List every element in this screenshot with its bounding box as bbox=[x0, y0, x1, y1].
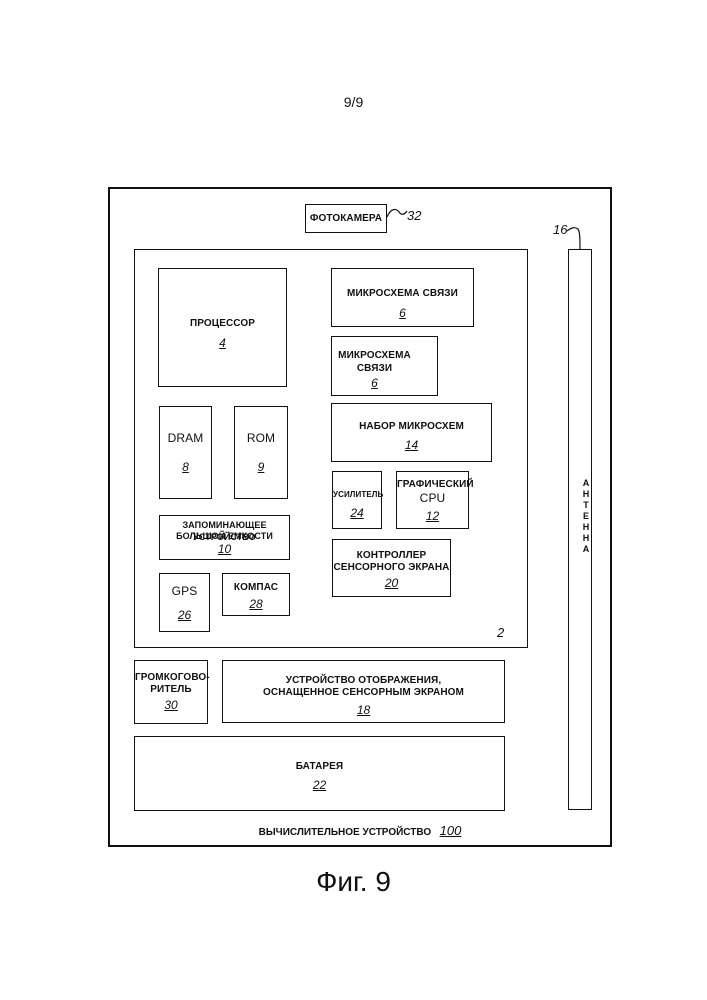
mass-storage-ref: 10 bbox=[160, 542, 289, 556]
processor-box: ПРОЦЕССОР 4 bbox=[158, 268, 287, 387]
speaker-ref: 30 bbox=[135, 698, 207, 712]
camera-box: ФОТОКАМЕРА bbox=[305, 204, 387, 233]
antenna-label: АНТЕННА bbox=[569, 478, 591, 555]
compass-label: КОМПАС bbox=[223, 582, 289, 594]
battery-ref: 22 bbox=[135, 778, 504, 792]
display-box: УСТРОЙСТВО ОТОБРАЖЕНИЯ, ОСНАЩЕННОЕ СЕНСО… bbox=[222, 660, 505, 723]
camera-ref: 32 bbox=[407, 208, 421, 223]
device-label: ВЫЧИСЛИТЕЛЬНОЕ УСТРОЙСТВО bbox=[259, 827, 431, 838]
display-label-line1: УСТРОЙСТВО ОТОБРАЖЕНИЯ, bbox=[223, 675, 504, 687]
gps-ref: 26 bbox=[160, 608, 209, 622]
chipset-box: НАБОР МИКРОСХЕМ 14 bbox=[331, 403, 492, 462]
gps-label: GPS bbox=[160, 585, 209, 597]
gpu-label-line2: CPU bbox=[397, 492, 468, 504]
chipset-label: НАБОР МИКРОСХЕМ bbox=[332, 421, 491, 433]
camera-leader-line bbox=[386, 206, 408, 220]
comm-chip-1-label: МИКРОСХЕМА СВЯЗИ bbox=[332, 288, 473, 300]
processor-ref: 4 bbox=[159, 336, 286, 350]
comm-chip-2-ref: 6 bbox=[332, 376, 417, 390]
compass-box: КОМПАС 28 bbox=[222, 573, 290, 616]
amplifier-label: УСИЛИТЕЛЬ bbox=[333, 489, 381, 501]
comm-chip-2-label-line1: МИКРОСХЕМА bbox=[332, 350, 417, 362]
page-number: 9/9 bbox=[0, 94, 707, 110]
rom-ref: 9 bbox=[235, 460, 287, 474]
figure-caption: Фиг. 9 bbox=[0, 866, 707, 898]
touch-controller-ref: 20 bbox=[333, 576, 450, 590]
chipset-ref: 14 bbox=[332, 438, 491, 452]
gpu-label-line1: ГРАФИЧЕСКИЙ bbox=[397, 479, 468, 491]
processor-label: ПРОЦЕССОР bbox=[159, 318, 286, 330]
antenna-box: АНТЕННА bbox=[568, 249, 592, 810]
battery-box: БАТАРЕЯ 22 bbox=[134, 736, 505, 811]
rom-box: ROM 9 bbox=[234, 406, 288, 499]
antenna-leader-line bbox=[566, 225, 586, 251]
dram-ref: 8 bbox=[160, 460, 211, 474]
mass-storage-box: ЗАПОМИНАЮЩЕЕ УСТРОЙСТВО БОЛЬШОЙ ЕМКОСТИ … bbox=[159, 515, 290, 560]
speaker-box: ГРОМКОГОВО- РИТЕЛЬ 30 bbox=[134, 660, 208, 724]
speaker-label-line2: РИТЕЛЬ bbox=[135, 684, 207, 696]
device-label-row: ВЫЧИСЛИТЕЛЬНОЕ УСТРОЙСТВО 100 bbox=[108, 822, 612, 840]
gpu-ref: 12 bbox=[397, 509, 468, 523]
amplifier-box: УСИЛИТЕЛЬ 24 bbox=[332, 471, 382, 529]
touch-controller-label-line1: КОНТРОЛЛЕР bbox=[333, 550, 450, 562]
camera-label: ФОТОКАМЕРА bbox=[306, 213, 386, 225]
rom-label: ROM bbox=[235, 432, 287, 444]
dram-label: DRAM bbox=[160, 432, 211, 444]
dram-box: DRAM 8 bbox=[159, 406, 212, 499]
touch-controller-label-line2: СЕНСОРНОГО ЭКРАНА bbox=[333, 562, 450, 574]
amplifier-ref: 24 bbox=[333, 506, 381, 520]
touch-controller-box: КОНТРОЛЛЕР СЕНСОРНОГО ЭКРАНА 20 bbox=[332, 539, 451, 597]
comm-chip-1-box: МИКРОСХЕМА СВЯЗИ 6 bbox=[331, 268, 474, 327]
mass-storage-label-line2: БОЛЬШОЙ ЕМКОСТИ bbox=[160, 530, 289, 542]
compass-ref: 28 bbox=[223, 597, 289, 611]
board-ref: 2 bbox=[497, 625, 504, 640]
device-ref: 100 bbox=[440, 823, 462, 838]
comm-chip-1-ref: 6 bbox=[332, 306, 473, 320]
display-label-line2: ОСНАЩЕННОЕ СЕНСОРНЫМ ЭКРАНОМ bbox=[223, 687, 504, 699]
speaker-label-line1: ГРОМКОГОВО- bbox=[135, 672, 207, 684]
display-ref: 18 bbox=[223, 703, 504, 717]
comm-chip-2-box: МИКРОСХЕМА СВЯЗИ 6 bbox=[331, 336, 438, 396]
battery-label: БАТАРЕЯ bbox=[135, 761, 504, 773]
gps-box: GPS 26 bbox=[159, 573, 210, 632]
comm-chip-2-label-line2: СВЯЗИ bbox=[332, 363, 417, 375]
antenna-ref: 16 bbox=[553, 222, 567, 237]
gpu-box: ГРАФИЧЕСКИЙ CPU 12 bbox=[396, 471, 469, 529]
